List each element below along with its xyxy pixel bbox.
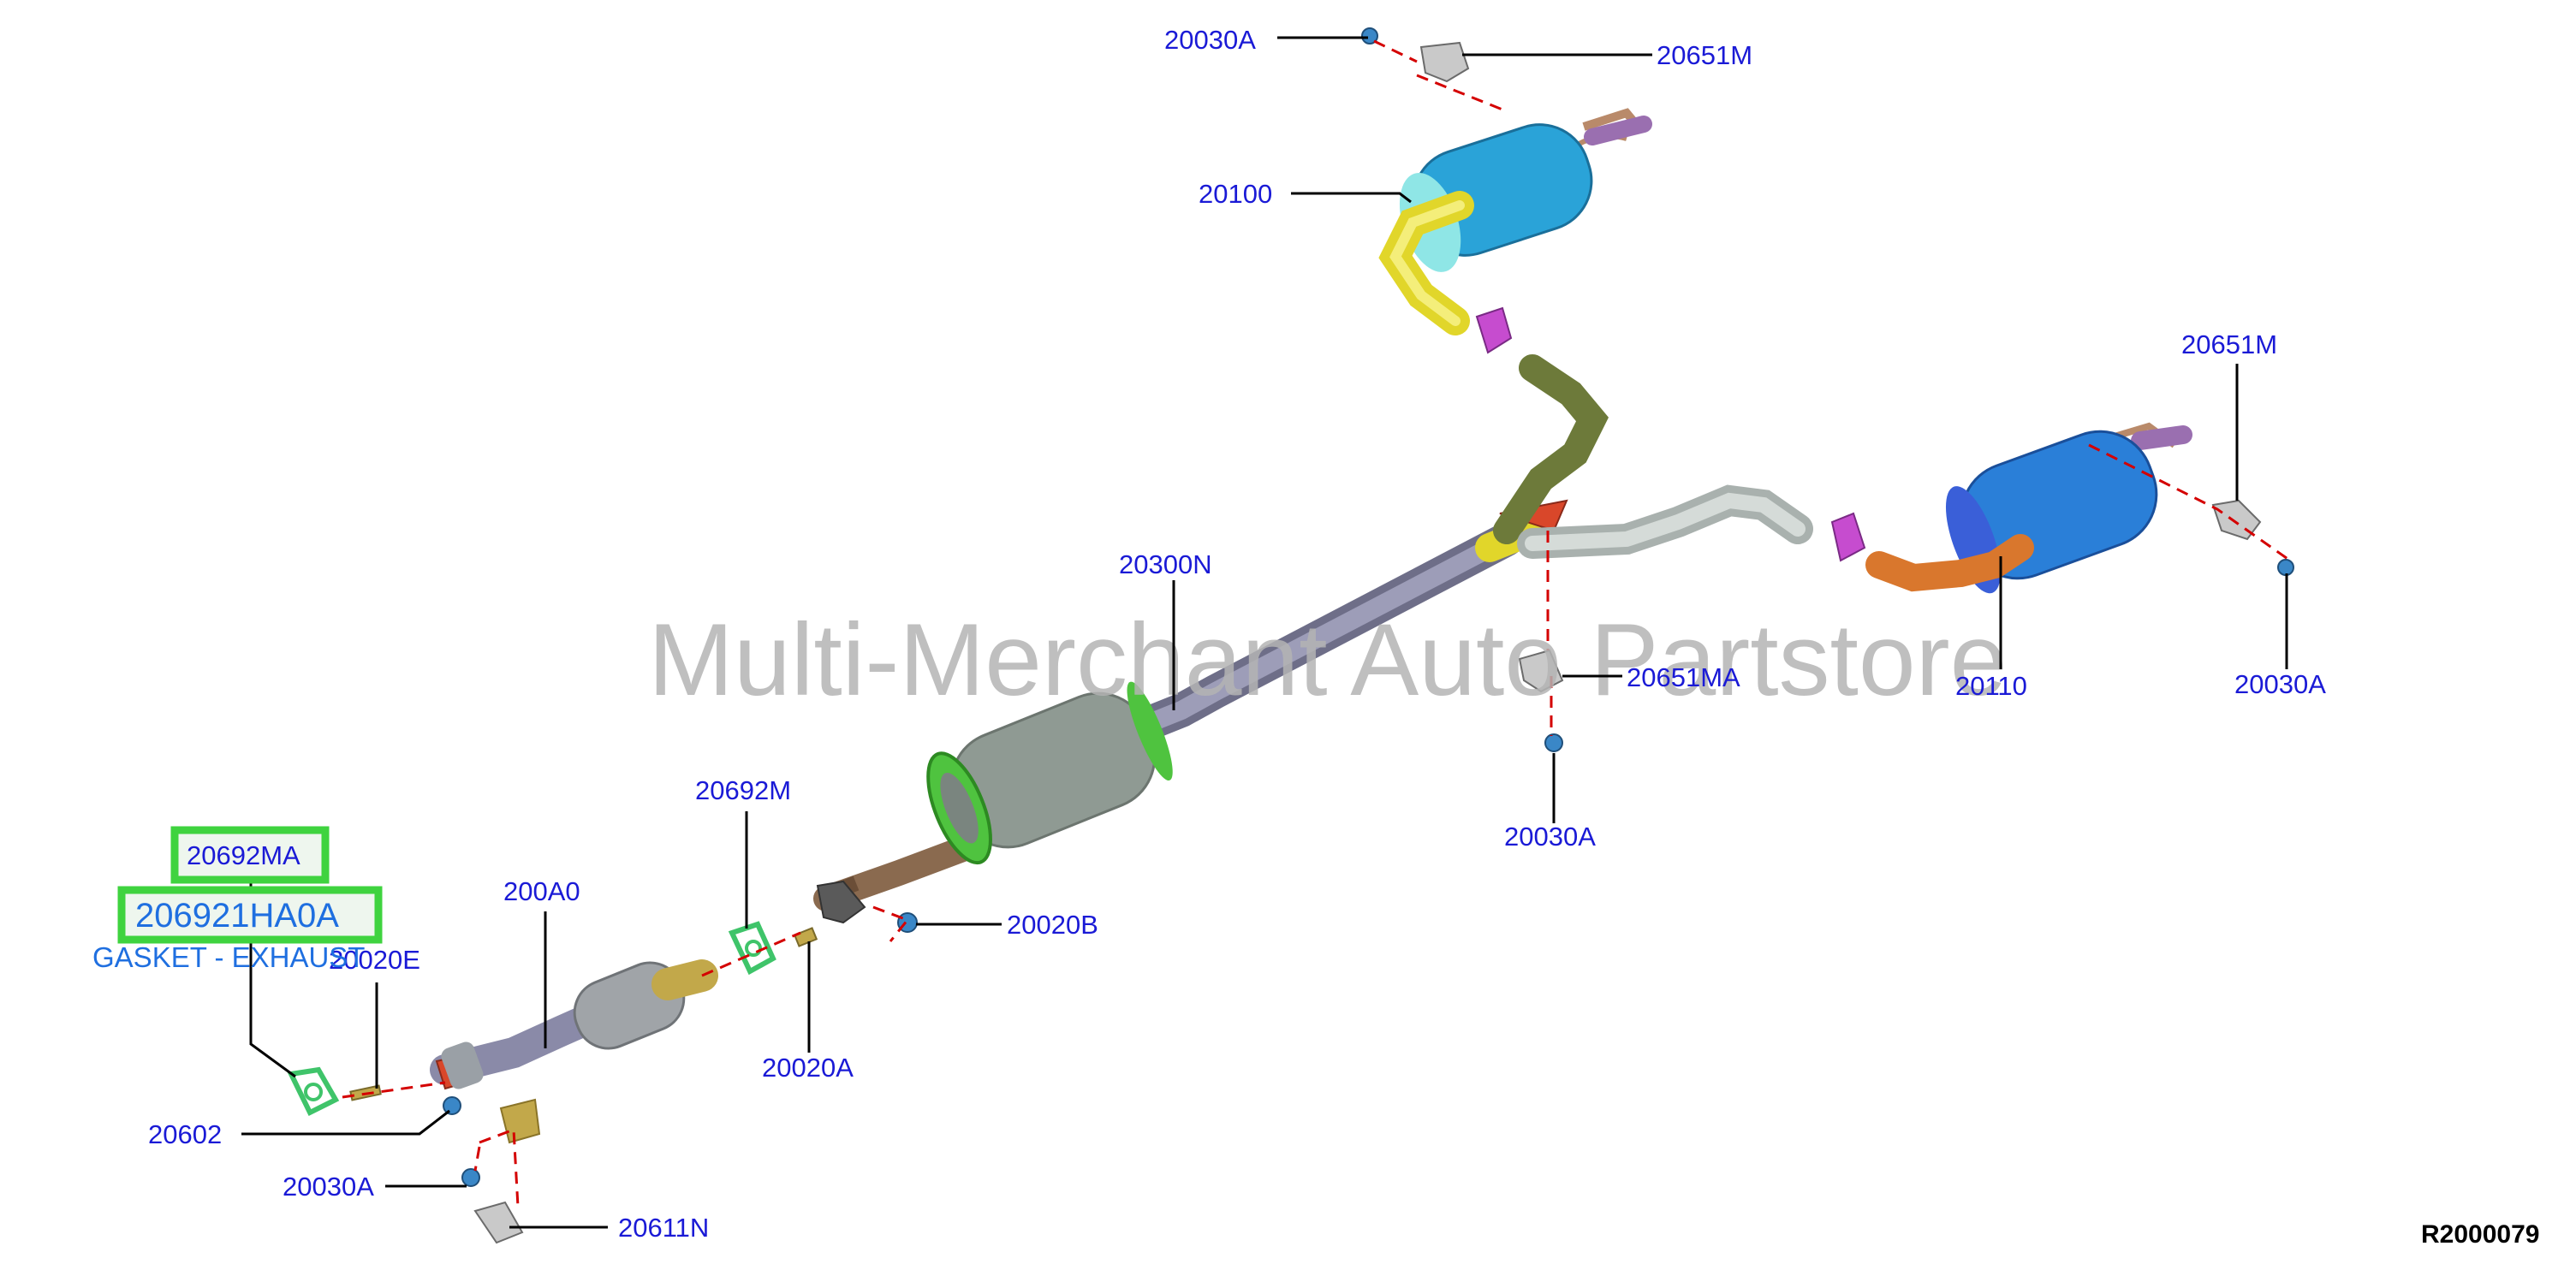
callout-20651MA[interactable]: 20651MA xyxy=(1627,662,1740,692)
highlight-part-number[interactable]: 206921HA0A xyxy=(135,897,339,935)
callout-20030A-right[interactable]: 20030A xyxy=(2234,669,2326,699)
callout-20100[interactable]: 20100 xyxy=(1199,179,1272,209)
reference-code: R2000079 xyxy=(2421,1220,2539,1249)
assembly-lines xyxy=(342,39,2291,1208)
callout-20030A-top[interactable]: 20030A xyxy=(1164,25,1256,55)
clamp-right xyxy=(1830,512,1866,562)
callout-20030A-mid[interactable]: 20030A xyxy=(1504,822,1596,852)
front-flange xyxy=(816,880,866,924)
callout-20020B[interactable]: 20020B xyxy=(1007,910,1098,940)
watermark: Multi-Merchant Auto Partstore xyxy=(648,602,2007,717)
muffler-20110[interactable] xyxy=(1865,417,2192,600)
catalytic-converter-200A0[interactable] xyxy=(430,953,718,1144)
gasket-20692MA[interactable] xyxy=(287,1066,340,1117)
clamp-upper xyxy=(1475,306,1513,354)
callout-20110[interactable]: 20110 xyxy=(1955,671,2027,701)
muffler-20100[interactable] xyxy=(1378,108,1652,335)
olive-pipe xyxy=(1493,354,1609,544)
highlight-part-label[interactable]: 20692MA xyxy=(187,840,300,870)
highlight-label-box xyxy=(170,826,330,884)
callout-20020A[interactable]: 20020A xyxy=(762,1053,854,1083)
callout-20300N[interactable]: 20300N xyxy=(1119,549,1212,579)
leader-lines xyxy=(241,36,2288,1229)
callout-20030A-bottom[interactable]: 20030A xyxy=(283,1172,374,1202)
silver-pipe xyxy=(1517,484,1813,559)
highlight-description: GASKET - EXHAUST xyxy=(92,941,365,973)
center-tube-20300N[interactable] xyxy=(813,522,1524,911)
callout-200A0[interactable]: 200A0 xyxy=(503,876,580,906)
callout-20692M[interactable]: 20692M xyxy=(695,775,791,805)
callout-20020E[interactable]: 20020E xyxy=(329,945,420,975)
highlighted-part[interactable]: 20692MA 206921HA0A GASKET - EXHAUST xyxy=(92,826,383,973)
callout-20602[interactable]: 20602 xyxy=(148,1119,222,1149)
highlight-number-box xyxy=(117,886,383,944)
callout-20651M-right[interactable]: 20651M xyxy=(2181,329,2277,359)
callout-20651M-top[interactable]: 20651M xyxy=(1657,40,1752,70)
stud-20020A[interactable] xyxy=(793,927,818,947)
callout-20611N[interactable]: 20611N xyxy=(618,1213,709,1243)
